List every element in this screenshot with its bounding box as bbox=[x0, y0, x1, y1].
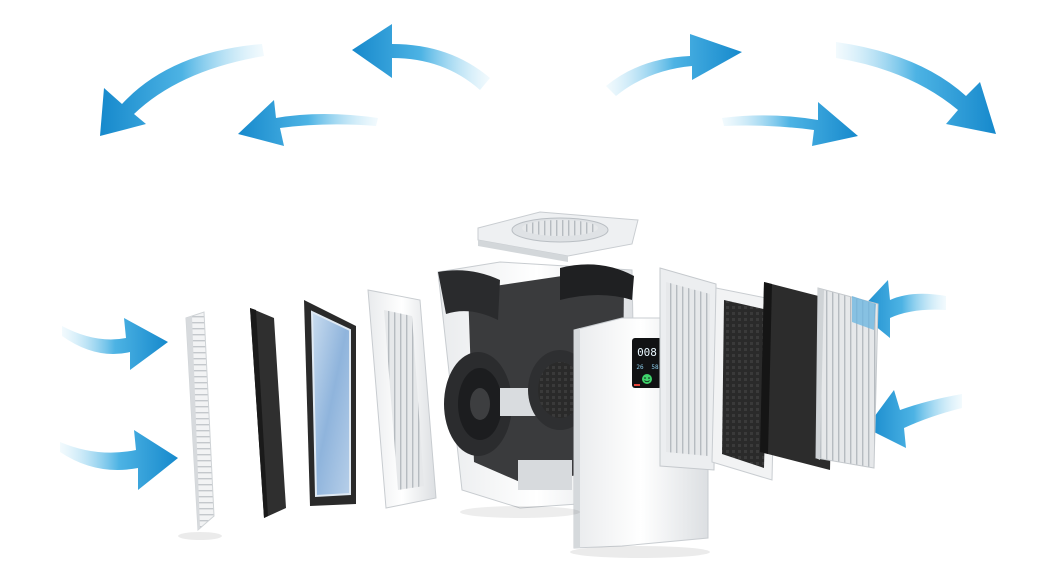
arrow-in-icon bbox=[858, 280, 946, 338]
arrow-out-icon bbox=[100, 44, 264, 136]
ground-shadow bbox=[178, 506, 710, 558]
display-right-reading: 58 bbox=[651, 364, 659, 371]
display-left-reading: 26 bbox=[636, 364, 644, 371]
control-display: 008 26 58 bbox=[632, 338, 662, 388]
rear-grille-panel bbox=[815, 287, 879, 469]
pre-carbon-filter bbox=[250, 308, 286, 518]
arrow-out-icon bbox=[722, 102, 858, 146]
carbon-filter-right bbox=[711, 287, 777, 481]
arrow-out-icon bbox=[836, 42, 996, 134]
side-cover-left bbox=[367, 289, 437, 509]
arrow-out-icon bbox=[606, 34, 742, 96]
arrow-in-icon bbox=[866, 390, 962, 448]
hepa-filter-left bbox=[304, 300, 356, 506]
airflow-in-arrows bbox=[60, 280, 962, 490]
side-cover-right bbox=[659, 267, 717, 471]
top-outlet-cap bbox=[477, 211, 639, 262]
arrow-in-icon bbox=[60, 430, 178, 490]
front-grille-panel bbox=[185, 311, 215, 532]
smiley-icon bbox=[642, 374, 652, 384]
airflow-out-arrows bbox=[100, 24, 996, 146]
arrow-out-icon bbox=[352, 24, 490, 90]
pre-carbon-filter-right bbox=[760, 282, 834, 470]
arrow-out-icon bbox=[238, 100, 378, 146]
display-main-reading: 008 bbox=[637, 346, 657, 359]
arrow-in-icon bbox=[62, 318, 168, 370]
